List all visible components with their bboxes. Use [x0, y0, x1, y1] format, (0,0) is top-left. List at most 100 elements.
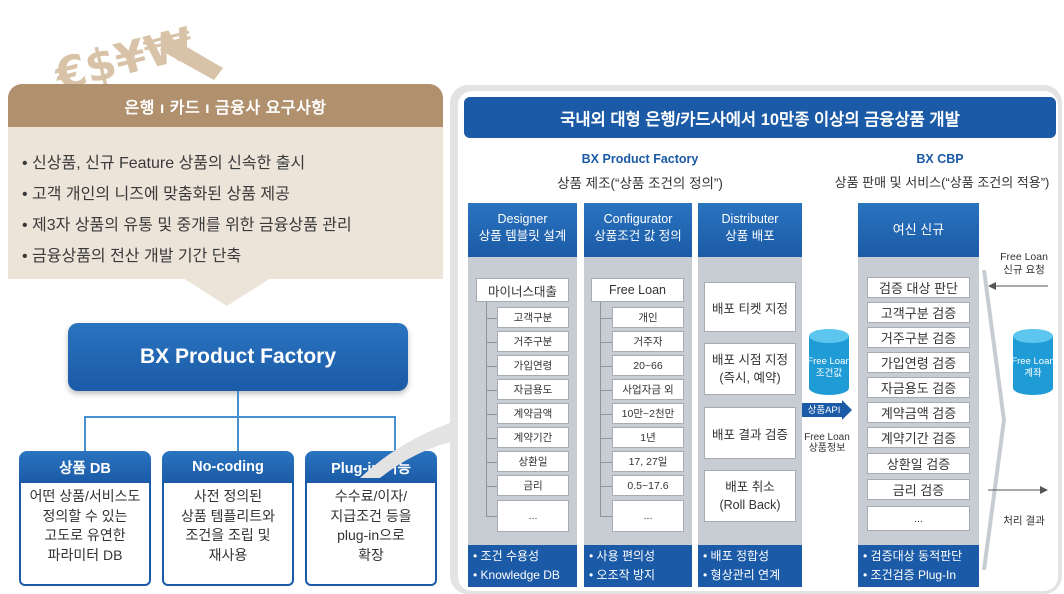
section-subtitle-cbp: 상품 판매 및 서비스(“상품 조건의 적용”) [834, 175, 1050, 190]
tree-branch [600, 438, 612, 439]
configurator-item: 10만~2천만 [612, 403, 684, 424]
connector-line [394, 416, 396, 451]
configurator-item: 20~66 [612, 355, 684, 376]
feature-title-no-coding: No-coding [162, 451, 294, 483]
designer-footer: • 조건 수용성• Knowledge DB [468, 545, 577, 587]
tree-branch [486, 516, 497, 517]
cbp-check: 계약기간 검증 [867, 427, 970, 448]
requirement-item: • 고객 개인의 니즈에 맞춤화된 상품 제공 [22, 186, 290, 203]
tree-branch [486, 366, 497, 367]
requirements-pointer [183, 278, 271, 306]
configurator-footer: • 사용 편의성• 오조작 방지 [584, 545, 692, 587]
cbp-check: 가입연령 검증 [867, 352, 970, 373]
tree-branch [486, 342, 497, 343]
tree-branch [486, 414, 497, 415]
designer-item: 거주구분 [497, 331, 569, 352]
request-arrow-icon [988, 282, 1048, 290]
tree-line [486, 292, 487, 517]
configurator-item: 1년 [612, 427, 684, 448]
requirements-title: 은행 ı 카드 ı 금융사 요구사항 [8, 84, 443, 127]
tree-branch [600, 318, 612, 319]
distributer-step: 배포 취소(Roll Back) [704, 470, 796, 522]
distributer-footer: • 배포 정합성• 형상관리 연계 [698, 545, 802, 587]
designer-root: 마이너스대출 [476, 278, 569, 302]
cbp-check: 금리 검증 [867, 479, 970, 500]
feature-title-product-db: 상품 DB [19, 451, 151, 483]
designer-item: 가입연령 [497, 355, 569, 376]
designer-item: ... [497, 500, 569, 532]
configurator-item: 0.5~17.6 [612, 475, 684, 496]
result-label: 처리 결과 [1003, 515, 1045, 527]
tree-branch [486, 438, 497, 439]
flow-chevron-icon [982, 270, 1006, 570]
requirement-item: • 제3자 상품의 유통 및 중개를 위한 금융상품 관리 [22, 217, 352, 234]
cbp-footer: • 검증대상 동적판단• 조건검증 Plug-In [858, 545, 979, 587]
product-factory-box: BX Product Factory [68, 323, 408, 391]
configurator-item: 거주자 [612, 331, 684, 352]
designer-item: 고객구분 [497, 307, 569, 328]
requirement-item: • 금융상품의 전산 개발 기간 단축 [22, 248, 242, 265]
tree-branch [486, 390, 497, 391]
tree-branch [600, 390, 612, 391]
connector-line [84, 416, 86, 451]
configurator-item: 개인 [612, 307, 684, 328]
cbp-check: 검증 대상 판단 [867, 277, 970, 298]
cbp-check: 자금용도 검증 [867, 377, 970, 398]
callout-curve [360, 420, 458, 478]
result-arrow-icon [988, 486, 1048, 494]
db2-label: 계좌 [1024, 367, 1042, 379]
connector-line [84, 416, 396, 418]
configurator-item: ... [612, 500, 684, 532]
section-title-product-factory: BX Product Factory [581, 152, 699, 166]
tree-branch [600, 462, 612, 463]
db1-label: 조건값 [816, 367, 842, 379]
designer-item: 자금용도 [497, 379, 569, 400]
cbp-check: 거주구분 검증 [867, 327, 970, 348]
connector-line [237, 391, 239, 417]
distributer-step: 배포 결과 검증 [704, 407, 796, 459]
cbp-check: 계약금액 검증 [867, 402, 970, 423]
tree-branch [600, 486, 612, 487]
tree-branch [486, 462, 497, 463]
connector-line [237, 416, 239, 451]
cbp-header: 여신 신규 [858, 203, 979, 257]
database-icon: Free Loan 조건값 [808, 329, 850, 395]
requirements-body [8, 127, 443, 279]
designer-item: 금리 [497, 475, 569, 496]
configurator-root: Free Loan [591, 278, 684, 302]
tree-branch [600, 366, 612, 367]
api-label: 상품API [807, 405, 841, 416]
tree-branch [600, 516, 612, 517]
designer-item: 계약금액 [497, 403, 569, 424]
database-icon: Free Loan 계좌 [1012, 329, 1054, 395]
configurator-item: 17, 27일 [612, 451, 684, 472]
configurator-item: 사업자금 외 [612, 379, 684, 400]
distributer-step: 배포 시점 지정(즉시, 예약) [704, 343, 796, 395]
db1-label: Free Loan [808, 356, 850, 367]
panel-title: 국내외 대형 은행/카드사에서 10만종 이상의 금융상품 개발 [464, 97, 1056, 138]
currency-logo-icon: €$¥₩ [49, 18, 223, 90]
api-arrow-icon [802, 400, 852, 420]
tree-branch [600, 342, 612, 343]
tree-branch [600, 414, 612, 415]
requirement-item: • 신상품, 신규 Feature 상품의 신속한 출시 [22, 155, 306, 172]
cbp-check: 고객구분 검증 [867, 302, 970, 323]
section-subtitle-product-factory: 상품 제조(“상품 조건의 정의”) [557, 176, 723, 191]
cbp-check: ... [867, 506, 970, 531]
db2-label: Free Loan [1012, 356, 1054, 367]
section-title-cbp: BX CBP [916, 152, 964, 166]
designer-item: 상환일 [497, 451, 569, 472]
distributer-step: 배포 티켓 지정 [704, 282, 796, 332]
tree-branch [486, 486, 497, 487]
tree-line [600, 292, 601, 517]
cbp-check: 상환일 검증 [867, 453, 970, 474]
tree-branch [486, 318, 497, 319]
